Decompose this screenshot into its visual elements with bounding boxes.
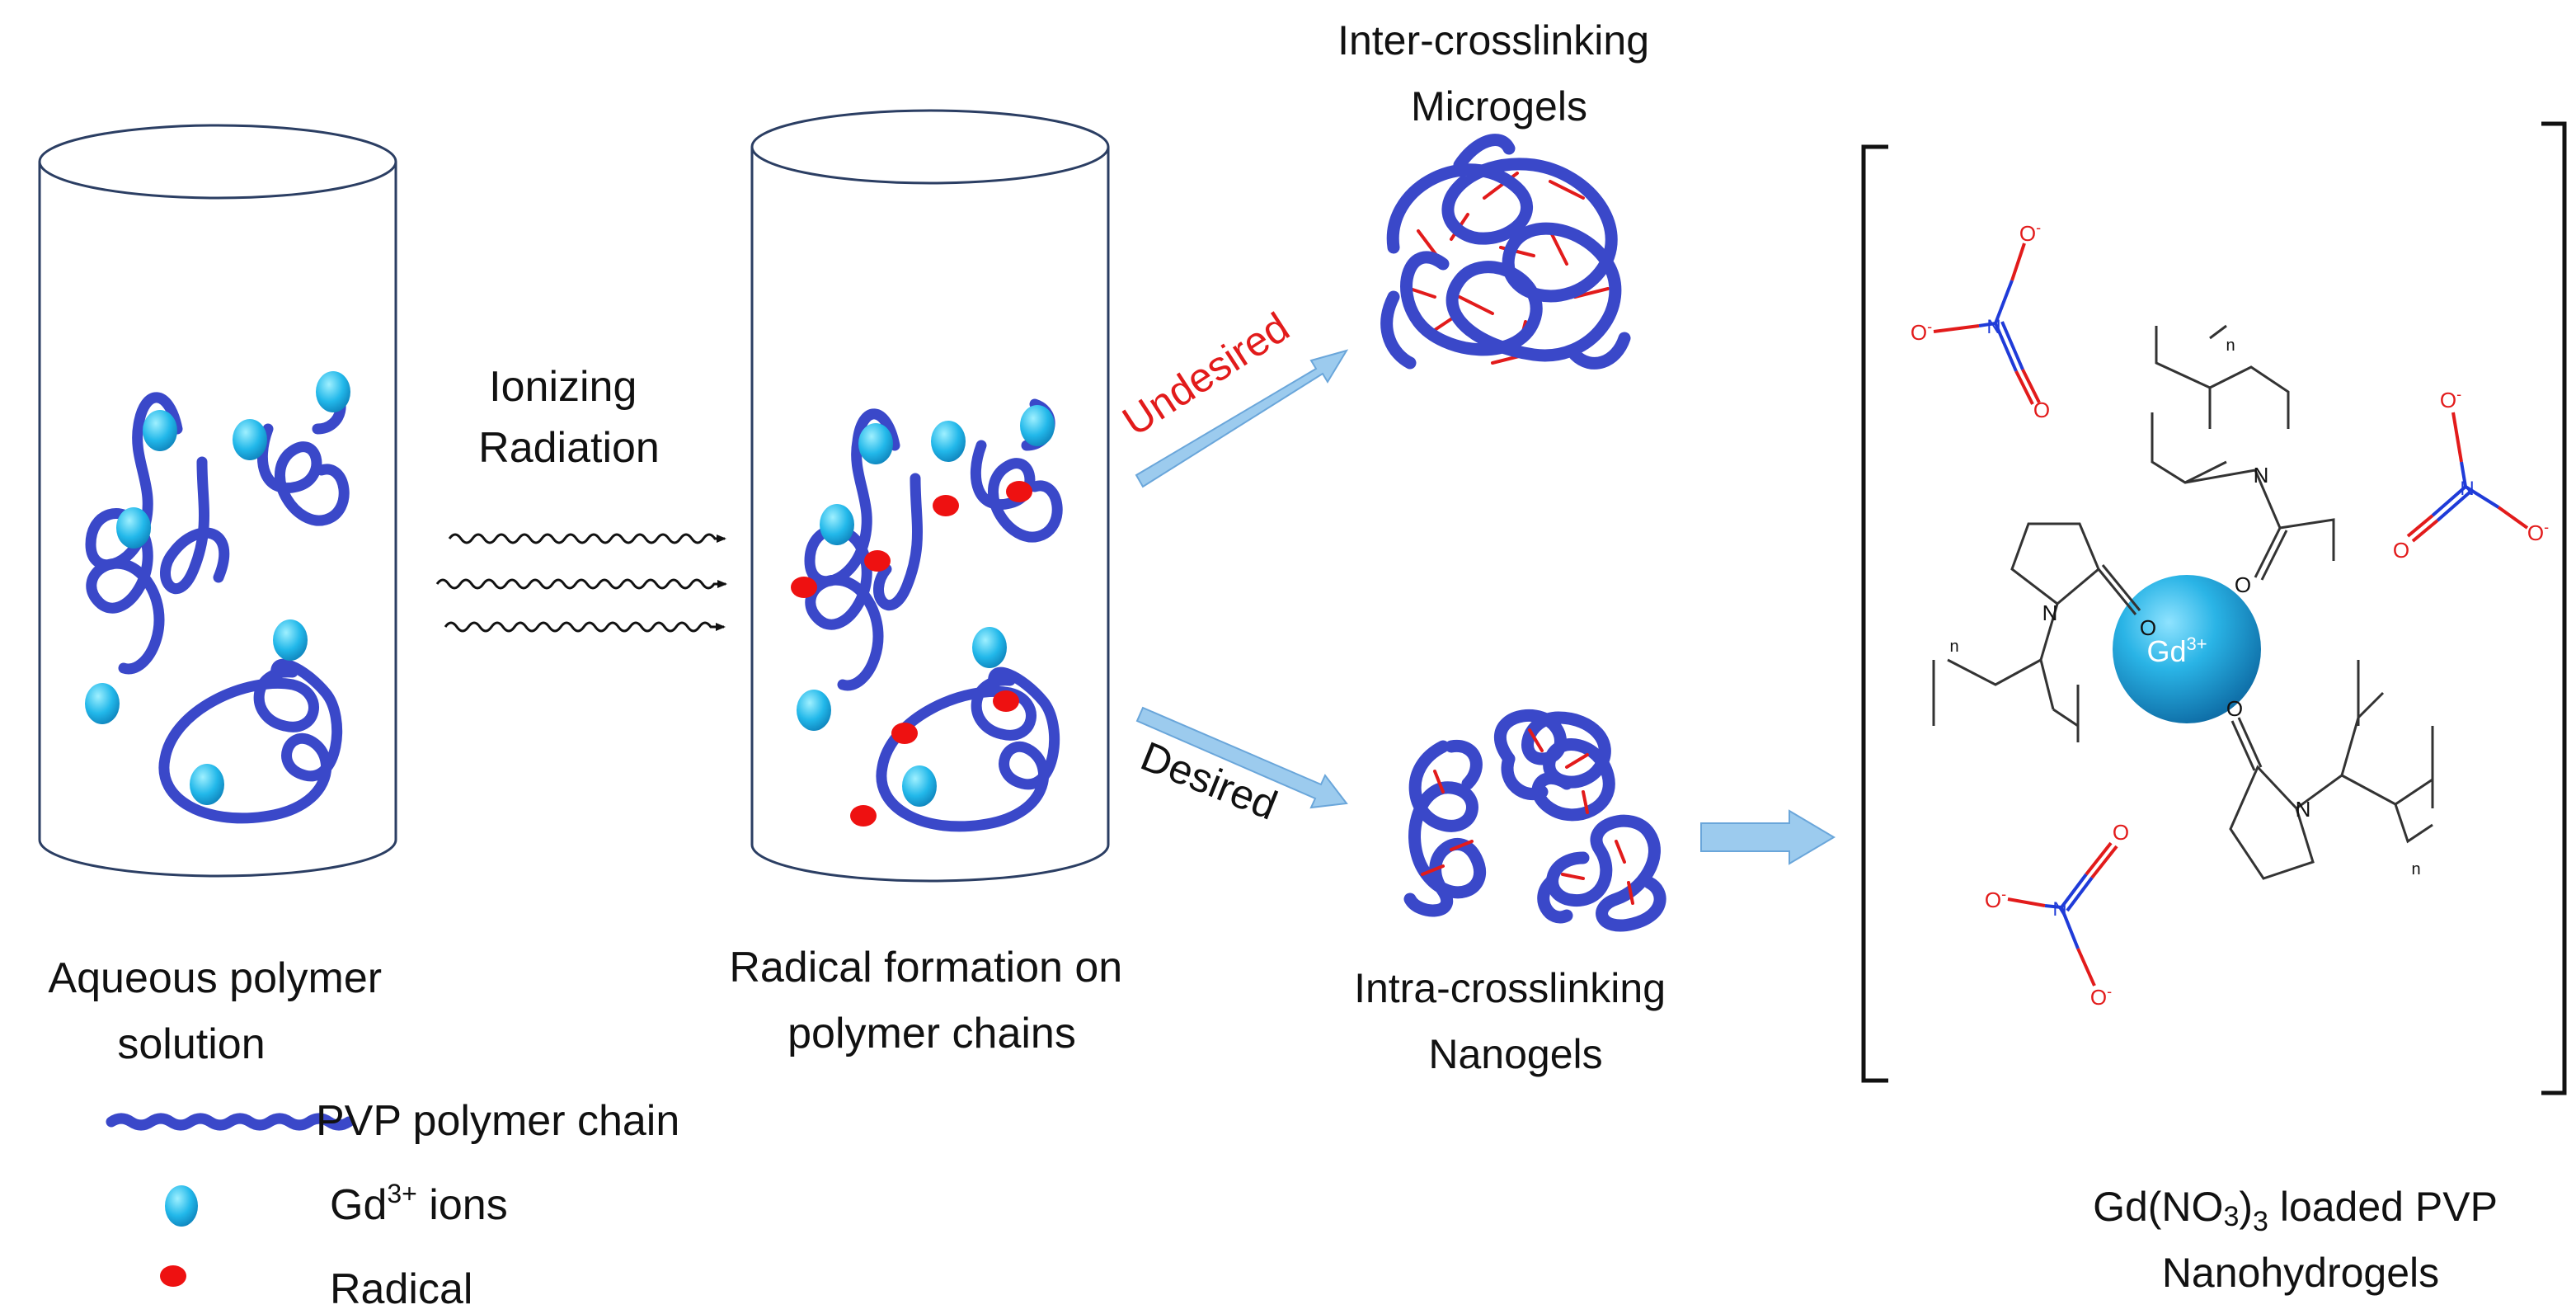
pvp-left-o: O bbox=[2140, 615, 2156, 640]
pvp-bottom-n: N bbox=[2296, 797, 2311, 822]
gd-central-ion: Gd3+ bbox=[2113, 575, 2261, 723]
legend-polymer-swatch bbox=[106, 1113, 355, 1131]
radical-formation-label: Radical formation on polymer chains bbox=[729, 944, 1134, 1057]
pvp-bottom-o: O bbox=[2226, 696, 2243, 721]
svg-text:O-: O- bbox=[2019, 219, 2041, 246]
svg-text:O-: O- bbox=[2090, 983, 2112, 1010]
pvp-unit-top bbox=[2151, 324, 2335, 581]
svg-text:N: N bbox=[2052, 898, 2066, 921]
pvp-unit-bottom bbox=[2229, 660, 2434, 880]
nitrate-bottom-left: O- O O- N bbox=[1985, 820, 2129, 1010]
svg-text:N: N bbox=[1986, 316, 2000, 338]
legend-radical-label: Radical bbox=[330, 1265, 472, 1313]
radiation-wavy-arrows bbox=[435, 533, 727, 633]
microgel-cluster bbox=[1380, 134, 1631, 370]
legend-radical-item: Radical bbox=[160, 1265, 472, 1313]
nitrate-top-left: O- O- O N bbox=[1911, 219, 2050, 422]
pvp-top-o: O bbox=[2235, 572, 2251, 597]
legend-gd-label: Gd3+ ions bbox=[330, 1179, 508, 1229]
structure-brackets bbox=[1861, 121, 2567, 1095]
pvp-top-n: N bbox=[2254, 463, 2269, 487]
arrow-to-nanohydrogel bbox=[1700, 809, 1836, 865]
legend-gd-item: Gd3+ ions bbox=[165, 1179, 508, 1229]
svg-text:O-: O- bbox=[2527, 519, 2549, 545]
nitrate-right: O- O O- N bbox=[2393, 386, 2549, 563]
pvp-bottom-repeat: n bbox=[2411, 860, 2420, 878]
legend-polymer-label: PVP polymer chain bbox=[316, 1097, 679, 1145]
legend-radical-swatch bbox=[160, 1265, 186, 1287]
aqueous-solution-label: Aqueous polymer solution bbox=[48, 954, 393, 1068]
legend-gd-swatch bbox=[165, 1185, 198, 1227]
pvp-top-repeat: n bbox=[2226, 337, 2235, 355]
svg-text:O-: O- bbox=[2440, 386, 2461, 412]
final-product-label: Gd(NO3)3 loaded PVP Nanohydrogels bbox=[2093, 1184, 2508, 1296]
inter-crosslinking-label: Inter-crosslinking Microgels bbox=[1337, 17, 1661, 130]
svg-text:O-: O- bbox=[1911, 318, 1932, 345]
svg-text:O-: O- bbox=[1985, 886, 2006, 912]
svg-text:O: O bbox=[2113, 820, 2129, 845]
gd-ions-radical bbox=[797, 405, 1055, 807]
radical-dots bbox=[791, 481, 1032, 827]
pvp-unit-left bbox=[1932, 522, 2141, 742]
undesired-label: Undesired bbox=[1114, 304, 1297, 445]
intra-crosslinking-label: Intra-crosslinking Nanogels bbox=[1354, 965, 1677, 1077]
arrow-desired bbox=[1135, 706, 1348, 809]
gd-ions-solution bbox=[85, 371, 350, 805]
svg-text:O: O bbox=[2393, 538, 2409, 563]
svg-text:Gd3+: Gd3+ bbox=[2146, 633, 2207, 668]
pvp-left-n: N bbox=[2042, 600, 2058, 625]
legend-polymer-item: PVP polymer chain bbox=[106, 1097, 679, 1145]
pvp-left-repeat: n bbox=[1949, 638, 1958, 656]
arrow-undesired bbox=[1135, 349, 1349, 488]
ionizing-radiation-label: Ionizing Radiation bbox=[478, 363, 660, 472]
nanogel-clusters bbox=[1403, 709, 1666, 932]
svg-text:O: O bbox=[2033, 398, 2050, 422]
legend: PVP polymer chain Gd3+ ions Radical bbox=[106, 1097, 679, 1313]
svg-text:N: N bbox=[2460, 478, 2474, 500]
